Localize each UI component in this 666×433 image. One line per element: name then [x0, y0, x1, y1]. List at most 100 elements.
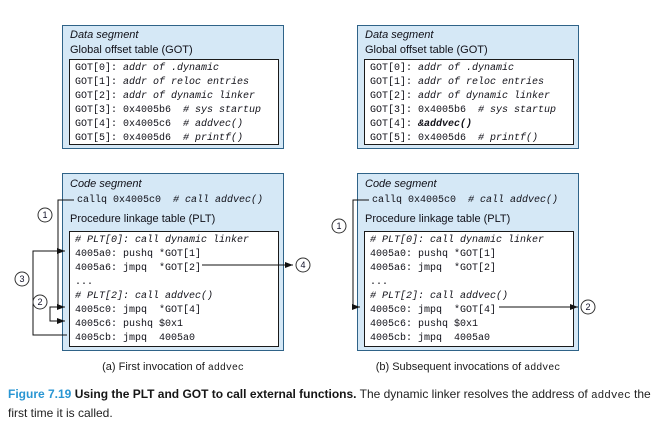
code-segment-text: addr of dynamic linker [418, 91, 551, 102]
code-segment-text: callq 0x4005c0 [77, 195, 174, 206]
code-segment-text: 4005cb: jmpq 4005a0 [75, 333, 196, 344]
code-line: GOT[2]: addr of dynamic linker [370, 90, 573, 104]
code-segment-text: GOT[2]: [370, 91, 419, 102]
code-segment-text: 4005a6: jmpq *GOT[2] [75, 263, 202, 274]
plt-table-label: Procedure linkage table (PLT) [365, 213, 511, 225]
code-segment-text: 4005a0: pushq *GOT[1] [75, 249, 202, 260]
code-line: # PLT[0]: call dynamic linker [75, 234, 278, 248]
code-segment-text: GOT[3]: 0x4005b6 [75, 105, 184, 116]
code-line: # PLT[0]: call dynamic linker [370, 234, 573, 248]
code-segment-text: # PLT[2]: call addvec() [75, 291, 214, 302]
step-number-label: 1 [336, 221, 341, 231]
panel-a-caption-text: (a) First invocation of [102, 361, 208, 373]
code-segment-text: 4005c6: pushq $0x1 [75, 319, 184, 330]
data-segment-title: Data segment [70, 29, 139, 41]
code-segment-text: addr of reloc entries [418, 77, 545, 88]
code-segment-text: 4005a6: jmpq *GOT[2] [370, 263, 497, 274]
code-segment-text: 4005c0: jmpq *GOT[4] [370, 305, 497, 316]
code-segment-text: addr of reloc entries [123, 77, 250, 88]
code-segment-text: 4005c6: pushq $0x1 [370, 319, 479, 330]
figure-caption-normal-1: The dynamic linker resolves the address … [356, 387, 592, 401]
code-line: GOT[1]: addr of reloc entries [75, 76, 278, 90]
figure-caption-code: addvec [591, 390, 631, 402]
got-table-label: Global offset table (GOT) [365, 44, 488, 56]
panel-a-caption-code: addvec [207, 363, 244, 374]
code-segment-text: 4005c0: jmpq *GOT[4] [75, 305, 202, 316]
code-segment-text: callq 0x4005c0 [372, 195, 469, 206]
code-line: GOT[5]: 0x4005d6 # printf() [75, 132, 278, 146]
code-segment-text: addr of .dynamic [123, 63, 220, 74]
step-number-label: 3 [19, 274, 24, 284]
code-segment-text: 4005cb: jmpq 4005a0 [370, 333, 491, 344]
code-segment-text: # printf() [478, 133, 539, 144]
figure-caption: Figure 7.19 Using the PLT and GOT to cal… [8, 386, 660, 422]
step-number-label: 4 [300, 260, 305, 270]
code-segment-text: GOT[3]: 0x4005b6 [370, 105, 479, 116]
code-line: GOT[2]: addr of dynamic linker [75, 90, 278, 104]
code-line: GOT[5]: 0x4005d6 # printf() [370, 132, 573, 146]
code-segment-text: ... [75, 277, 94, 288]
code-segment-text: GOT[0]: [370, 63, 419, 74]
code-line: # PLT[2]: call addvec() [370, 290, 573, 304]
code-segment-text: # sys startup [478, 105, 557, 116]
code-line: GOT[3]: 0x4005b6 # sys startup [75, 104, 278, 118]
code-line: callq 0x4005c0 # call addvec() [77, 194, 263, 208]
panel-a-data-segment-box: Data segment Global offset table (GOT) G… [62, 25, 284, 149]
panel-b-callq-line: callq 0x4005c0 # call addvec() [372, 194, 558, 208]
code-line: GOT[0]: addr of .dynamic [370, 62, 573, 76]
code-line: 4005a6: jmpq *GOT[2] [370, 262, 573, 276]
code-line: ... [75, 276, 278, 290]
panel-a-callq-line: callq 0x4005c0 # call addvec() [77, 194, 263, 208]
code-segment-title: Code segment [70, 178, 142, 190]
code-segment-text: # call addvec() [173, 195, 264, 206]
code-segment-text: GOT[5]: 0x4005d6 [75, 133, 184, 144]
code-segment-title: Code segment [365, 178, 437, 190]
code-line: GOT[4]: &addvec() [370, 118, 573, 132]
code-segment-text: GOT[0]: [75, 63, 124, 74]
panel-b-data-segment-box: Data segment Global offset table (GOT) G… [357, 25, 579, 149]
step-number-badge [331, 218, 347, 234]
data-segment-title: Data segment [365, 29, 434, 41]
step-number-label: 2 [37, 297, 42, 307]
code-line: # PLT[2]: call addvec() [75, 290, 278, 304]
code-segment-text: GOT[4]: [370, 119, 419, 130]
code-line: ... [370, 276, 573, 290]
code-line: 4005cb: jmpq 4005a0 [75, 332, 278, 346]
code-segment-text: addr of .dynamic [418, 63, 515, 74]
panel-a-caption: (a) First invocation of addvec [62, 361, 284, 374]
code-line: GOT[1]: addr of reloc entries [370, 76, 573, 90]
code-line: 4005a6: jmpq *GOT[2] [75, 262, 278, 276]
code-segment-text: addr of dynamic linker [123, 91, 256, 102]
code-segment-text: GOT[1]: [75, 77, 124, 88]
code-segment-text: &addvec() [418, 119, 473, 130]
code-line: 4005c0: jmpq *GOT[4] [370, 304, 573, 318]
code-segment-text: GOT[1]: [370, 77, 419, 88]
step-number-label: 2 [585, 302, 590, 312]
code-segment-text: # call addvec() [468, 195, 559, 206]
code-segment-text: GOT[2]: [75, 91, 124, 102]
got-table-label: Global offset table (GOT) [70, 44, 193, 56]
panel-b-caption: (b) Subsequent invocations of addvec [357, 361, 579, 374]
code-line: 4005a0: pushq *GOT[1] [75, 248, 278, 262]
step-number-badge [37, 207, 53, 223]
step-number-label: 1 [42, 210, 47, 220]
panel-b-code-segment-box: Code segment callq 0x4005c0 # call addve… [357, 173, 579, 351]
step-number-badge [14, 271, 30, 287]
step-number-badge [580, 299, 596, 315]
figure-number: Figure 7.19 [8, 387, 72, 401]
code-line: 4005c6: pushq $0x1 [75, 318, 278, 332]
figure-caption-bold: Using the PLT and GOT to call external f… [71, 387, 357, 401]
code-line: 4005c0: jmpq *GOT[4] [75, 304, 278, 318]
code-segment-text: GOT[5]: 0x4005d6 [370, 133, 479, 144]
panel-a-code-segment-box: Code segment callq 0x4005c0 # call addve… [62, 173, 284, 351]
code-segment-text: # sys startup [183, 105, 262, 116]
code-line: GOT[3]: 0x4005b6 # sys startup [370, 104, 573, 118]
code-line: 4005c6: pushq $0x1 [370, 318, 573, 332]
code-line: GOT[0]: addr of .dynamic [75, 62, 278, 76]
code-segment-text: # addvec() [183, 119, 244, 130]
